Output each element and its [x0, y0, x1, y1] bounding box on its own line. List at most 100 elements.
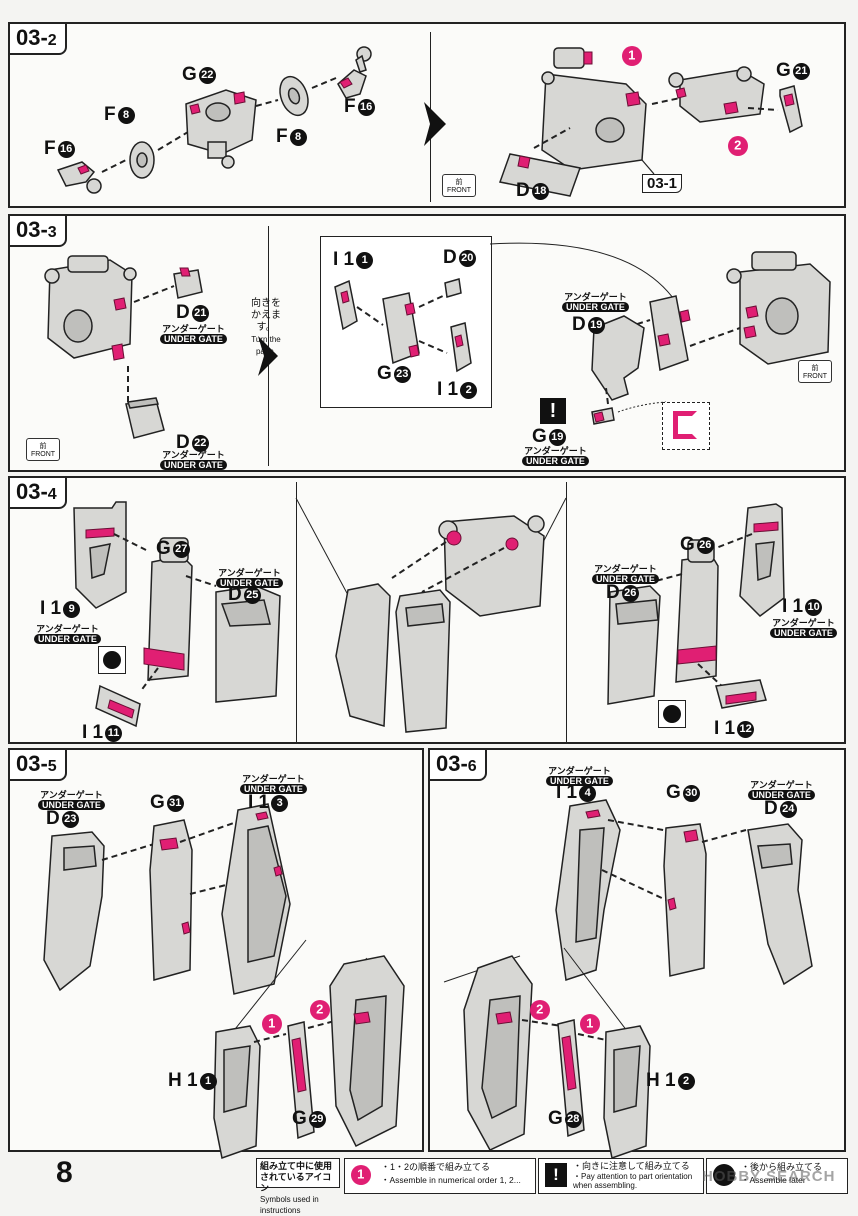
- legend-order-box: 1 ・1・2の順番で組み立てる ・Assemble in numerical o…: [344, 1158, 536, 1194]
- center-assembly-illustration: [295, 497, 567, 733]
- order-badge-icon: 1: [346, 1160, 376, 1190]
- assemble-later-icon: [98, 646, 126, 674]
- step-number: 03-: [16, 479, 48, 504]
- assembly-illustration: [489, 242, 831, 425]
- step-label: 03-5: [8, 748, 67, 781]
- panel-divider: [268, 226, 269, 466]
- next-arrow-icon: [258, 336, 278, 376]
- right-armor-illustration: [607, 503, 785, 709]
- step-number: 03-: [16, 25, 48, 50]
- assembled-illustration: [499, 47, 803, 197]
- legend-title-jp: 組み立て中に使用されているアイコン: [260, 1161, 333, 1193]
- legend-order-jp: ・1・2の順番で組み立てる: [381, 1162, 491, 1172]
- parts-illustration: [443, 799, 813, 1159]
- step-number: 03-: [16, 217, 48, 242]
- step-label: 03-2: [8, 22, 67, 55]
- legend-title-en: Symbols used in instructions: [260, 1195, 319, 1215]
- panel-divider: [566, 482, 567, 742]
- assemble-later-icon: [713, 1164, 735, 1186]
- page-number: 8: [56, 1156, 73, 1189]
- orientation-detail-icon: [673, 411, 697, 439]
- legend-warning-box: ! ・向きに注意して組み立てる ・Pay attention to part o…: [538, 1158, 704, 1194]
- step-number: 03-: [16, 751, 48, 776]
- parts-illustration: [56, 46, 372, 194]
- step-sub-number: 2: [47, 32, 57, 49]
- panel-divider: [296, 482, 297, 742]
- step-sub-number: 4: [47, 486, 57, 503]
- legend-later-en: ・Assemble later: [741, 1175, 806, 1185]
- step-number: 03-: [436, 751, 468, 776]
- parts-illustration: [43, 803, 405, 1159]
- legend-later-jp: ・後から組み立てる: [741, 1162, 823, 1172]
- orientation-detail-box: [662, 402, 710, 450]
- warning-icon: !: [545, 1163, 567, 1187]
- legend-warning-jp: ・向きに注意して組み立てる: [573, 1161, 690, 1171]
- legend-title-box: 組み立て中に使用されているアイコン Symbols used in instru…: [256, 1158, 340, 1215]
- turn-note-jp: 向きを かえます。: [251, 298, 281, 333]
- next-arrow-icon: [424, 102, 446, 146]
- step-sub-number: 6: [467, 758, 477, 775]
- step-label: 03-3: [8, 214, 67, 247]
- warning-icon: !: [540, 398, 566, 424]
- step-sub-number: 5: [47, 758, 57, 775]
- step-label: 03-4: [8, 476, 67, 509]
- step-label: 03-6: [428, 748, 487, 781]
- watermark-logo: HOBBY SEARCH: [702, 1168, 836, 1185]
- legend-later-box: ・後から組み立てる ・Assemble later: [706, 1158, 848, 1194]
- legend-warning-en: ・Pay attention to part orientation when …: [573, 1172, 693, 1190]
- step-sub-number: 3: [47, 224, 57, 241]
- left-armor-illustration: [73, 501, 281, 728]
- reference-step: 03-1: [642, 174, 683, 193]
- parts-illustration: [44, 255, 203, 439]
- assemble-later-icon: [658, 700, 686, 728]
- subassembly-illustration: [334, 278, 472, 373]
